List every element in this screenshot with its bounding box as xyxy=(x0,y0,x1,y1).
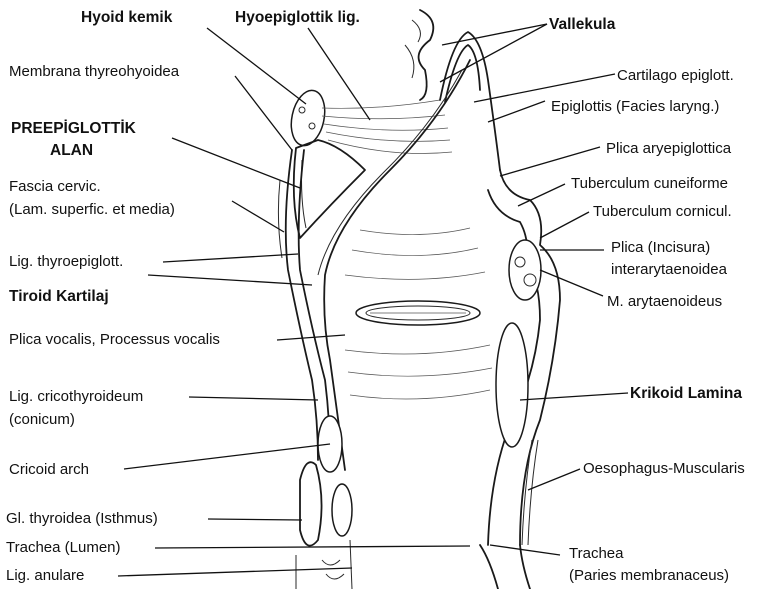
labels: Hyoid kemik Hyoepiglottik lig. Vallekula… xyxy=(6,9,745,584)
laryngeal-mucosa-anterior xyxy=(324,60,470,470)
hyoepiglottic-ligament xyxy=(322,100,452,154)
label-cartilago-epiglott: Cartilago epiglott. xyxy=(617,67,734,84)
hyoid-bone xyxy=(287,87,330,148)
label-tuberculum-cuneiforme: Tuberculum cuneiforme xyxy=(571,175,728,192)
arytenoid-muscle xyxy=(509,240,541,300)
label-lig-anulare: Lig. anulare xyxy=(6,567,84,584)
label-hyoepiglottik-lig: Hyoepiglottik lig. xyxy=(235,9,360,26)
label-hyoid-kemik: Hyoid kemik xyxy=(81,9,173,26)
epiglottis xyxy=(440,32,500,170)
label-m-arytaenoideus: M. arytaenoideus xyxy=(607,293,722,310)
larynx-illustration xyxy=(278,10,560,589)
label-plica-vocalis: Plica vocalis, Processus vocalis xyxy=(9,331,220,348)
label-tiroid-kartilaj: Tiroid Kartilaj xyxy=(9,288,109,305)
label-fascia-line2: (Lam. superfic. et media) xyxy=(9,201,175,218)
label-epiglottis-facies: Epiglottis (Facies laryng.) xyxy=(551,98,719,115)
label-gl-thyroidea: Gl. thyroidea (Isthmus) xyxy=(6,510,158,527)
label-membrana-thyreohyoidea: Membrana thyreohyoidea xyxy=(9,63,180,80)
label-cricoid-arch: Cricoid arch xyxy=(9,461,89,478)
label-trachea-line2: (Paries membranaceus) xyxy=(569,567,729,584)
label-plica-aryepiglottica: Plica aryepiglottica xyxy=(606,140,732,157)
thyroid-isthmus xyxy=(300,462,322,545)
label-plica-incisura-line1: Plica (Incisura) xyxy=(611,239,710,256)
label-preepiglottik-line2: ALAN xyxy=(50,142,93,159)
label-trachea-lumen: Trachea (Lumen) xyxy=(6,539,121,556)
tongue-base-contour xyxy=(419,10,434,100)
label-preepiglottik-line1: PREEPİGLOTTİK xyxy=(11,120,137,137)
label-plica-incisura-line2: interarytaenoidea xyxy=(611,261,728,278)
preepiglottic-space xyxy=(294,140,365,238)
label-tuberculum-cornicul: Tuberculum cornicul. xyxy=(593,203,732,220)
label-fascia-line1: Fascia cervic. xyxy=(9,178,101,195)
label-lig-cricothyroideum-line2: (conicum) xyxy=(9,411,75,428)
label-lig-cricothyroideum-line1: Lig. cricothyroideum xyxy=(9,388,143,405)
label-vallekula: Vallekula xyxy=(549,16,616,33)
cricoid-lamina xyxy=(496,323,528,447)
label-trachea-line1: Trachea xyxy=(569,545,624,562)
label-oesophagus-muscularis: Oesophagus-Muscularis xyxy=(583,460,745,477)
label-krikoid-lamina: Krikoid Lamina xyxy=(630,385,742,402)
label-lig-thyroepiglott: Lig. thyroepiglott. xyxy=(9,253,123,270)
